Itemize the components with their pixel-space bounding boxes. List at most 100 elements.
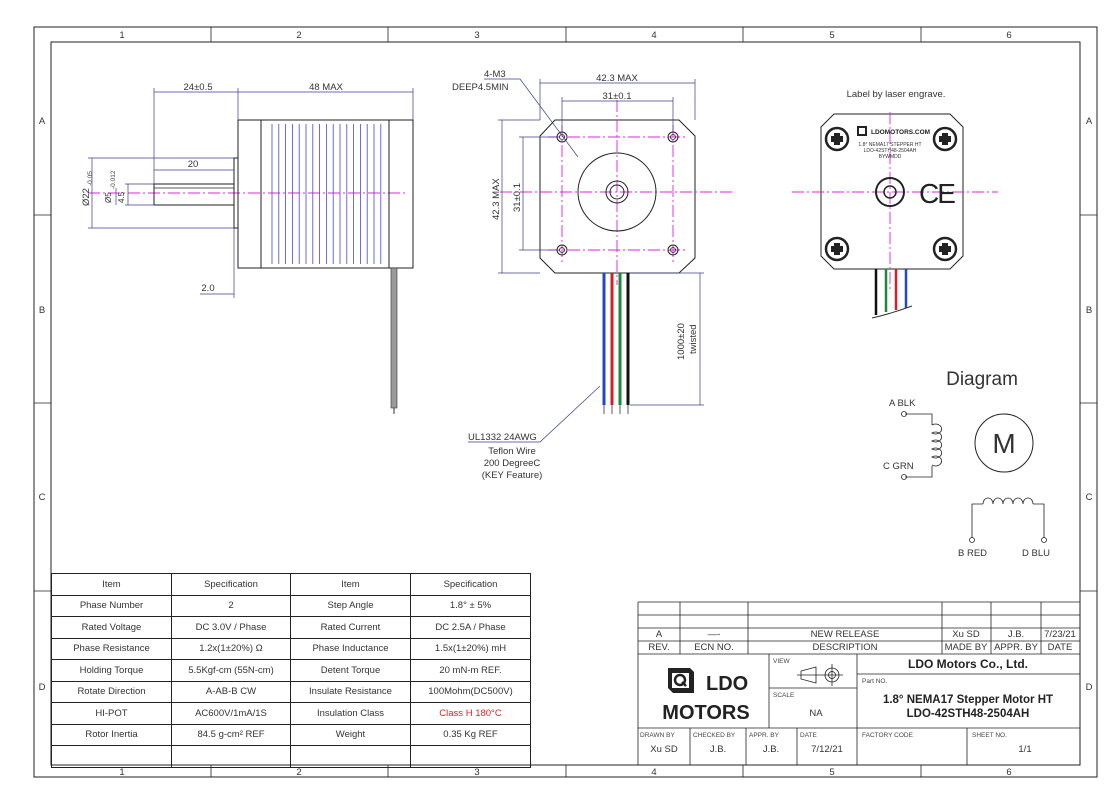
company-logo: LDO MOTORS xyxy=(662,668,750,724)
zone-col-5: 5 xyxy=(829,30,834,41)
spec-cell xyxy=(290,745,411,768)
dim-shaft-label: 20 xyxy=(188,159,199,170)
date-label: DATE xyxy=(800,732,818,739)
coil-ac xyxy=(931,423,942,467)
spec-cell xyxy=(171,745,291,768)
scale-label: SCALE xyxy=(773,692,795,699)
logo-top-text: LDO xyxy=(706,673,748,695)
spec-cell: Weight xyxy=(290,723,411,746)
spec-cell: DC 2.5A / Phase xyxy=(410,616,531,639)
motor-label: M xyxy=(992,428,1015,459)
spec-cell xyxy=(410,745,531,768)
spec-header-cell: Item xyxy=(290,573,411,596)
rev-date-value: 7/23/21 xyxy=(1044,629,1076,640)
spec-cell: AC600V/1mA/1S xyxy=(171,702,291,725)
spec-cell: DC 3.0V / Phase xyxy=(171,616,291,639)
zone-col-1-bottom: 1 xyxy=(119,767,124,778)
zone-col-1: 1 xyxy=(119,30,124,41)
label-lead-wires xyxy=(871,269,913,319)
zone-col-2: 2 xyxy=(296,30,301,41)
spec-cell: Insulation Class xyxy=(290,702,411,725)
dim-boss-dia-label: Ø22 xyxy=(81,188,92,206)
appr-by-label: APPR. BY xyxy=(749,732,780,739)
dim-boss-tol-label: -0.05 xyxy=(87,171,94,186)
made-by-value: Xu SD xyxy=(952,629,980,640)
zone-col-4-bottom: 4 xyxy=(651,767,656,778)
zone-markers xyxy=(34,27,1097,777)
front-view: 4-M3 DEEP4.5MIN 42.3 MAX 31±0.1 42.3 MAX… xyxy=(452,69,735,481)
spec-table-row xyxy=(51,745,531,768)
wire-note-1: UL1332 24AWG xyxy=(468,432,537,443)
wiring-diagram: Diagram M A BLK C GRN B RED D BLU xyxy=(883,369,1050,559)
spec-cell: Phase Resistance xyxy=(51,637,172,660)
coil-bd xyxy=(982,497,1034,505)
wire-d-label: D BLU xyxy=(1022,548,1050,559)
holes-label: 4-M3 xyxy=(484,69,506,80)
dim-hole-spacing-label: 31±0.1 xyxy=(603,91,632,102)
spec-cell: HI-POT xyxy=(51,702,172,725)
description-header: DESCRIPTION xyxy=(813,642,878,653)
spec-cell: 100Mohm(DC500V) xyxy=(410,680,531,703)
made-by-header: MADE BY xyxy=(945,642,988,653)
spec-cell xyxy=(51,745,172,768)
front-lead-wires xyxy=(602,273,630,414)
rev-header: REV. xyxy=(648,642,669,653)
checked-by-label: CHECKED BY xyxy=(693,732,736,739)
spec-cell: Class H 180°C xyxy=(410,702,531,725)
label-note: Label by laser engrave. xyxy=(847,89,946,100)
label-brand: LDOMOTORS.COM xyxy=(871,129,930,136)
part-line1: 1.8° NEMA17 Stepper Motor HT xyxy=(883,694,1053,706)
zone-row-d: D xyxy=(39,682,46,693)
wire-note-3: 200 DegreeC xyxy=(484,458,541,469)
logo-bottom-text: MOTORS xyxy=(662,702,749,724)
spec-cell: Rated Voltage xyxy=(51,616,172,639)
scale-value: NA xyxy=(809,708,823,719)
zone-row-d-right: D xyxy=(1086,682,1093,693)
drawn-by-value: Xu SD xyxy=(650,744,678,755)
zone-col-4: 4 xyxy=(651,30,656,41)
spec-cell: 5.5Kgf-cm (55N-cm) xyxy=(171,659,291,682)
sheet-inner-frame xyxy=(50,41,1081,766)
zone-labels: 1 2 3 4 5 6 1 2 3 4 5 6 A B C D A B C D xyxy=(39,30,1093,778)
appr-by-header: APPR. BY xyxy=(994,642,1038,653)
dim-lead-note: twisted xyxy=(688,324,699,354)
spec-cell: Phase Number xyxy=(51,594,172,617)
mounting-holes xyxy=(556,131,679,256)
spec-header-cell: Specification xyxy=(171,573,291,596)
spec-header-cell: Specification xyxy=(410,573,531,596)
spec-cell: Step Angle xyxy=(290,594,411,617)
dim-height-label: 42.3 MAX xyxy=(491,178,502,220)
label-ce-mark: CE xyxy=(919,178,955,209)
view-label: VIEW xyxy=(773,658,790,665)
drawn-by-label: DRAWN BY xyxy=(640,732,675,739)
spec-cell: 84.5 g-cm² REF xyxy=(171,723,291,746)
spec-cell: Detent Torque xyxy=(290,659,411,682)
rev-value: A xyxy=(656,629,663,640)
zone-col-6: 6 xyxy=(1006,30,1011,41)
zone-row-a: A xyxy=(39,116,46,127)
appr-by-value: J.B. xyxy=(763,744,779,755)
checked-by-value: J.B. xyxy=(710,744,726,755)
wire-c-label: C GRN xyxy=(883,461,914,472)
description-value: NEW RELEASE xyxy=(811,629,880,640)
wire-note-2: Teflon Wire xyxy=(488,446,536,457)
wire-a-label: A BLK xyxy=(889,398,916,409)
dim-shaft-dia-label: Ø5 xyxy=(104,192,113,203)
company-name: LDO Motors Co., Ltd. xyxy=(908,657,1028,671)
sheet-no-label: SHEET NO. xyxy=(972,732,1007,739)
dim-flat-width-label: 4.5 xyxy=(117,191,126,203)
factory-code-label: FACTORY CODE xyxy=(862,732,914,739)
holes-depth-label: DEEP4.5MIN xyxy=(452,82,509,93)
label-view: Label by laser engrave. LDOMOTORS.COM 1.… xyxy=(792,89,998,319)
spec-cell: A-AB-B CW xyxy=(171,680,291,703)
diagram-title: Diagram xyxy=(946,369,1018,390)
spec-cell: Rated Current xyxy=(290,616,411,639)
label-line1: 1.8° NEMA17 STEPPER HT xyxy=(858,142,921,148)
sheet-no-value: 1/1 xyxy=(1018,744,1031,755)
dim-flat-label: 24±0.5 xyxy=(184,82,213,93)
